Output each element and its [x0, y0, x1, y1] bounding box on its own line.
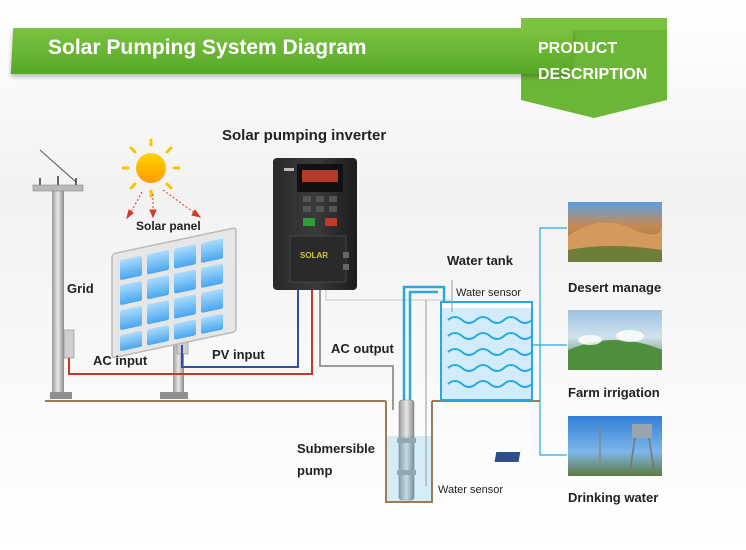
application-connectors [532, 227, 567, 456]
well-shaft [385, 401, 433, 503]
water-pipes [402, 285, 446, 400]
water-sensor-top-label: Water sensor [456, 287, 522, 299]
grid-label: Grid [67, 281, 94, 296]
submersible-label-line1: Submersible [297, 441, 376, 456]
pv-input-label: PV input [212, 347, 265, 362]
sun-icon [121, 138, 181, 198]
ac-output-wire [319, 290, 394, 410]
product-description-label: PRODUCT DESCRIPTION [538, 36, 678, 88]
drinking-water-label: Drinking water [568, 490, 659, 505]
pv-input-wire [181, 290, 299, 368]
product-tag-line1: PRODUCT [538, 40, 618, 57]
ac-input-wire [68, 290, 313, 375]
ac-output-label: AC output [331, 341, 394, 356]
submersible-label-line2: pump [297, 463, 333, 478]
sun-ray-arrows [126, 189, 202, 220]
well-water [387, 436, 431, 501]
irrigation-photo [568, 310, 662, 370]
solar-panel-label: Solar panel [136, 219, 201, 233]
water-tower-photo [494, 416, 662, 476]
product-tag-line2: DESCRIPTION [538, 66, 648, 83]
submersible-pump-icon [397, 399, 416, 501]
desert-photo [568, 202, 662, 262]
inverter-brand: SOLAR [300, 251, 328, 260]
inverter-title: Solar pumping inverter [222, 127, 387, 144]
water-sensor-bottom-label: Water sensor [438, 484, 504, 496]
grid-pole-icon [32, 149, 84, 399]
page-title: Solar Pumping System Diagram [48, 36, 367, 59]
water-tank-icon [440, 280, 533, 401]
solar-panel-icon [111, 227, 237, 399]
desert-manage-label: Desert manage [568, 280, 662, 295]
ac-input-label: AC input [93, 353, 148, 368]
farm-irrigation-label: Farm irrigation [568, 385, 660, 400]
water-tank-label: Water tank [447, 253, 513, 268]
inverter-icon [273, 158, 357, 290]
